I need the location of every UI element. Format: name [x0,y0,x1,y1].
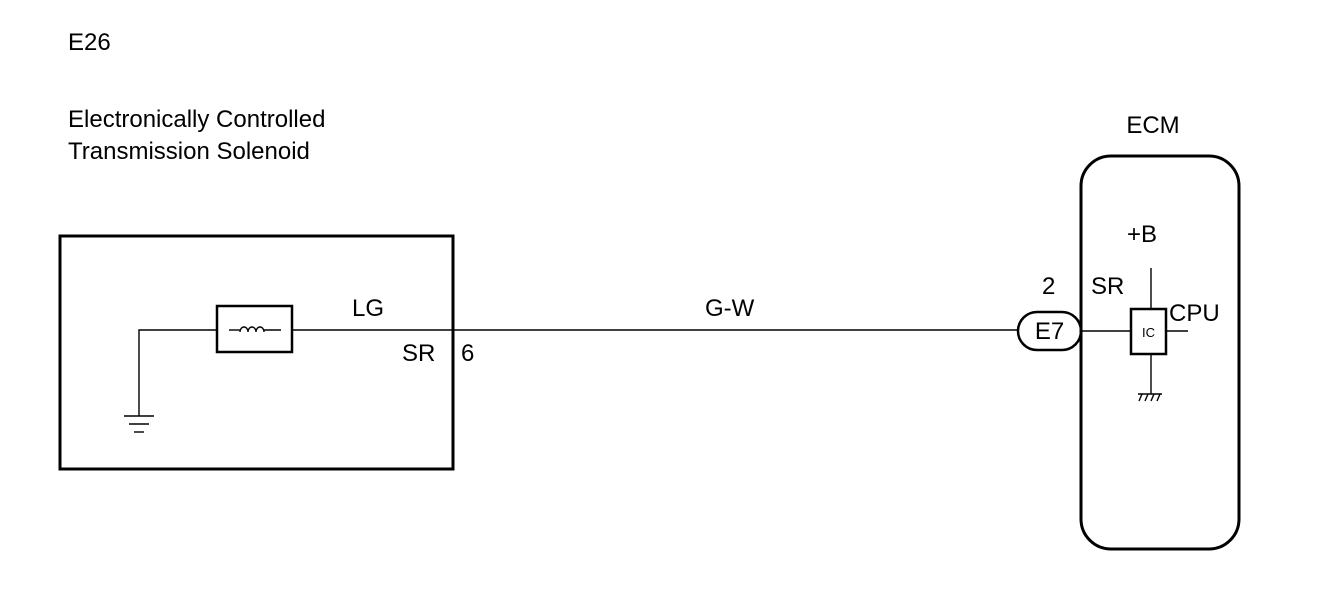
harness-wire-color-label: G-W [705,295,755,322]
ecm-title: ECM [1126,112,1179,139]
ground-icon [124,415,154,433]
connector-e7: E7 [1016,310,1083,352]
component-code: E26 [68,29,111,56]
ecm-terminal-name: SR [1091,273,1124,300]
chassis-ground-icon [1138,393,1162,402]
solenoid-component-box [58,234,455,471]
ground-wire [138,329,217,416]
solenoid-terminal-number: 6 [461,340,474,367]
component-name-line2: Transmission Solenoid [68,138,310,165]
ecm-box [1079,154,1241,551]
ecm-terminal-number: 2 [1042,273,1055,300]
ic-label: IC [1142,325,1155,340]
connector-code: E7 [1035,318,1064,345]
ecm-supply-label: +B [1127,221,1157,248]
solenoid-terminal-name: SR [402,340,435,367]
cpu-label: CPU [1169,300,1220,327]
internal-wire-color-label: LG [352,295,384,322]
component-name-line1: Electronically Controlled [68,106,325,133]
ic-chip-icon: IC [1129,307,1168,356]
solenoid-coil-icon [215,304,294,354]
